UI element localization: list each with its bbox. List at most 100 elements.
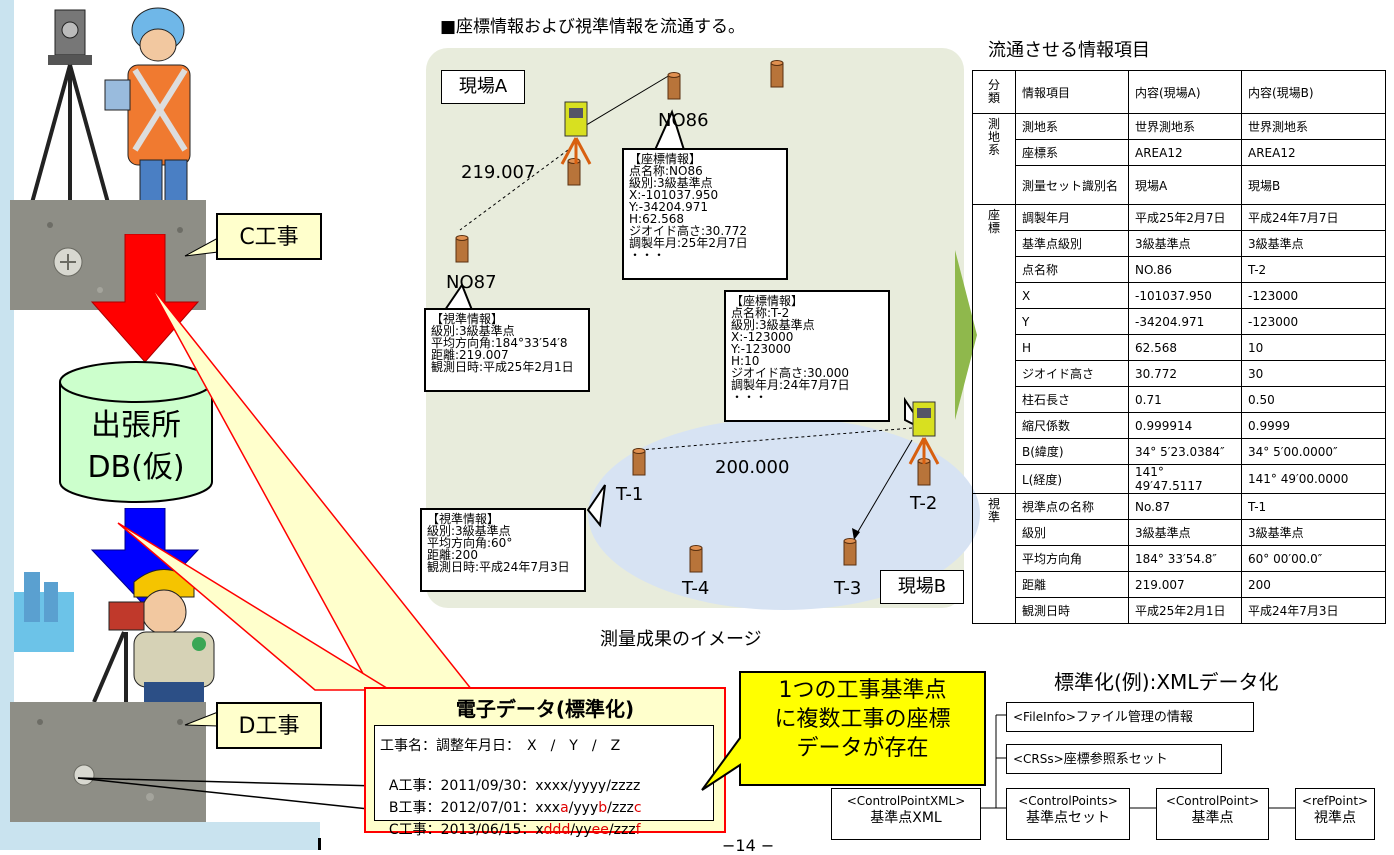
- x-value: xxx: [535, 800, 561, 816]
- table-row: 測量セット識別名 現場A 現場B: [973, 165, 1386, 205]
- site-b-label: 現場B: [880, 570, 964, 604]
- table-cell: 平成25年2月7日: [1128, 204, 1242, 231]
- point-no87-label: NO87: [446, 272, 497, 293]
- xml-tag: <ControlPointXML>: [846, 794, 966, 808]
- edata-row-c: C工事：2013/06/15：xddd/yyee/zzzf: [388, 822, 641, 838]
- xml-tag: <ControlPoint>: [1165, 794, 1260, 808]
- distance-b-label: 200.000: [715, 457, 790, 478]
- table-cell: 34° 5′00.0000″: [1241, 438, 1386, 465]
- table-cell: -101037.950: [1128, 282, 1242, 309]
- table-cell: 141° 49′47.5117: [1128, 464, 1242, 494]
- info-table: 分 類 情報項目 内容(現場A) 内容(現場B) 測 地 系 測地系 世界測地系…: [972, 70, 1386, 624]
- table-row: 座 標 調製年月 平成25年2月7日 平成24年7月7日: [972, 204, 1386, 494]
- table-row: B(緯度)34° 5′23.0384″34° 5′00.0000″: [973, 438, 1386, 465]
- point-t4-label: T-4: [682, 578, 710, 599]
- edata-row-a: A工事：2011/09/30：xxxx/yyyy/zzzz: [388, 778, 641, 794]
- edata-row-name: B工事：2012/07/01：: [388, 800, 536, 816]
- table-cell: 60° 00′00.0″: [1241, 545, 1386, 572]
- table-cell: 141° 49′00.0000: [1241, 464, 1386, 494]
- xml-label: 座標参照系セット: [1063, 752, 1168, 767]
- y-value: yy: [575, 822, 592, 838]
- big-green-arrow: [955, 250, 977, 420]
- xml-tag: <CRSs>: [1013, 752, 1064, 766]
- yellow-note-shape: [701, 671, 986, 791]
- table-cell: 平成25年2月1日: [1128, 597, 1242, 624]
- marker-t2: [917, 458, 931, 486]
- table-cell: L(経度): [1015, 464, 1129, 494]
- z-value: zzz: [611, 800, 634, 816]
- marker-t1: [632, 448, 646, 476]
- db-label-line2: DB(仮): [87, 450, 185, 485]
- table-title: 流通させる情報項目: [988, 40, 1150, 61]
- table-cell: AREA12: [1241, 139, 1386, 166]
- y-value: yyy: [573, 800, 599, 816]
- edata-row-b: B工事：2012/07/01：xxxa/yyyb/zzzc: [388, 800, 642, 816]
- table-cell: 座標系: [1015, 139, 1129, 166]
- sight-info-callout-a: 【視準情報】 級別:3級基準点 平均方向角:184°33′54′8 距離:219…: [424, 308, 590, 392]
- table-cell: 級別: [1015, 519, 1129, 546]
- c-koji-label: C工事: [239, 225, 299, 250]
- xml-controlpoints-box: <ControlPoints> 基準点セット: [1006, 788, 1130, 840]
- arrow-red-down: [90, 234, 200, 363]
- marker-t3: [843, 538, 857, 566]
- xml-title: 標準化(例):XMLデータ化: [1054, 670, 1279, 694]
- table-row: 座標系 AREA12 AREA12: [973, 139, 1386, 166]
- table-cell: 184° 33′54.8″: [1128, 545, 1242, 572]
- marker-t4: [689, 545, 703, 573]
- z-changed: f: [635, 822, 641, 838]
- table-cell: 30.772: [1128, 360, 1242, 387]
- table-cell: AREA12: [1128, 139, 1242, 166]
- sight-info-callout-b: 【視準情報】 級別:3級基準点 平均方向角:60° 距離:200 観測日時:平成…: [420, 508, 586, 592]
- table-cell: 測量セット識別名: [1015, 165, 1129, 205]
- marker-extra: [770, 60, 784, 88]
- table-row: X-101037.950-123000: [973, 282, 1386, 309]
- table-cell: 平成24年7月3日: [1241, 597, 1386, 624]
- table-cell: 世界測地系: [1128, 113, 1242, 140]
- y-changed: b: [598, 800, 608, 816]
- point-t3-label: T-3: [834, 578, 862, 599]
- db-cylinder: [59, 361, 213, 503]
- d-koji-label: D工事: [238, 714, 300, 739]
- coord-info-callout-b: 【座標情報】 点名称:T-2 級別:3級基準点 X:-123000 Y:-123…: [724, 290, 890, 422]
- x-value: x: [535, 822, 544, 838]
- total-station-b-icon: [908, 401, 940, 465]
- site-a-label: 現場A: [441, 70, 525, 104]
- xml-tag: <refPoint>: [1301, 794, 1369, 808]
- bottom-tick: [318, 838, 321, 850]
- point-t2-label: T-2: [910, 493, 938, 514]
- table-cell: 距離: [1015, 571, 1129, 598]
- table-cell: T-1: [1241, 493, 1386, 520]
- y-value: yyyy: [573, 778, 607, 794]
- distance-a-label: 219.007: [461, 162, 536, 183]
- table-cell: -123000: [1241, 282, 1386, 309]
- marker-no87: [455, 235, 469, 263]
- z-value: zzz: [613, 822, 636, 838]
- x-changed: a: [560, 800, 569, 816]
- yellow-note-text: 1つの工事基準点 に複数工事の座標 データが存在: [774, 678, 951, 761]
- xml-label: ファイル管理の情報: [1075, 710, 1193, 725]
- point-t1-label: T-1: [616, 484, 644, 505]
- xml-tag: <ControlPoints>: [1018, 794, 1118, 808]
- category-cell: 視 準: [972, 493, 1016, 624]
- z-changed: c: [633, 800, 642, 816]
- edata-row-name: C工事：2013/06/15：: [388, 822, 536, 838]
- section-heading: ■座標情報および視準情報を流通する。: [440, 17, 746, 37]
- xml-controlpoint-box: <ControlPoint> 基準点: [1156, 788, 1269, 840]
- table-cell: 観測日時: [1015, 597, 1129, 624]
- marker-station-a: [567, 158, 581, 186]
- y-changed: ee: [591, 822, 609, 838]
- xml-label: 基準点XML: [870, 810, 942, 826]
- table-cell: 点名称: [1015, 256, 1129, 283]
- edata-title: 電子データ(標準化): [455, 697, 635, 721]
- table-cell: -34204.971: [1128, 308, 1242, 335]
- bottom-stripe: [0, 822, 320, 850]
- coord-info-callout-a: 【座標情報】 点名称:NO86 級別:3級基準点 X:-101037.950 Y…: [622, 148, 788, 280]
- xml-refpoint-box: <refPoint> 視準点: [1295, 788, 1375, 840]
- xml-label: 基準点: [1191, 810, 1234, 826]
- table-cell: 柱石長さ: [1015, 386, 1129, 413]
